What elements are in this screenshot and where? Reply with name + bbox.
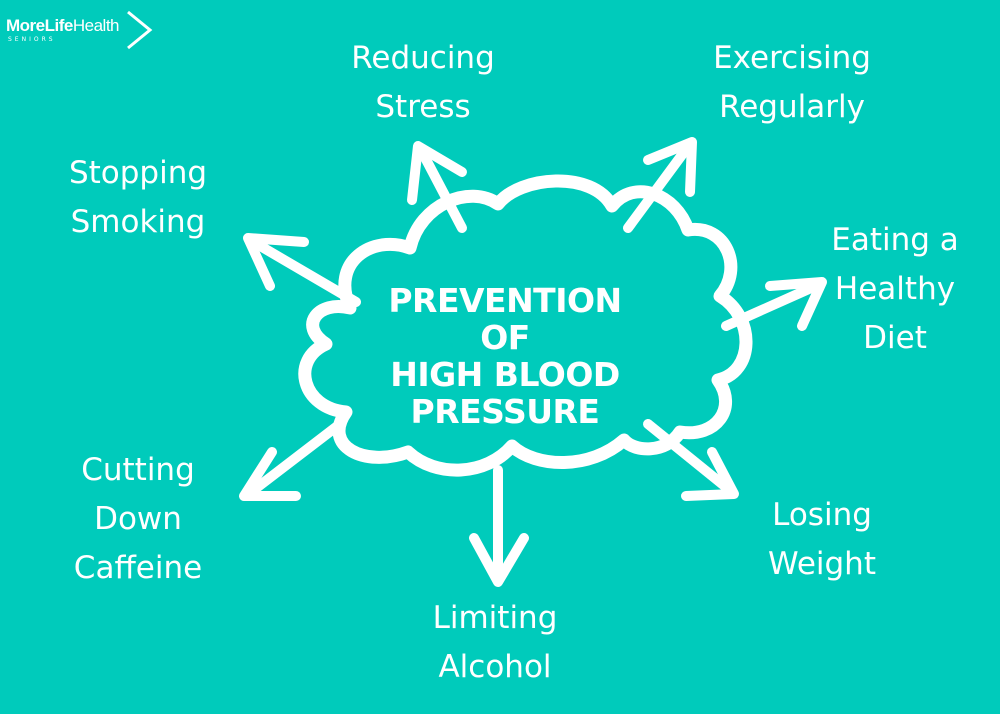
branch-losing-weight: Losing Weight	[712, 491, 932, 589]
branch-cutting-down-caffeine: Cutting Down Caffeine	[28, 446, 248, 593]
branch-limiting-alcohol: Limiting Alcohol	[385, 594, 605, 692]
branch-label-line: Limiting	[432, 600, 558, 636]
brand-word-health: Health	[72, 16, 120, 35]
branch-label-line: Down	[94, 501, 182, 537]
branch-label-line: Diet	[863, 320, 927, 356]
central-topic: PREVENTION OF HIGH BLOOD PRESSURE	[330, 282, 680, 430]
branch-label-line: Cutting	[81, 452, 195, 488]
branch-label-line: Stopping	[68, 155, 208, 191]
branch-label-line: Eating a	[831, 222, 959, 258]
branch-label-line: Reducing	[351, 40, 495, 76]
branch-label-line: Smoking	[70, 204, 206, 240]
brand-word-life: Life	[44, 16, 74, 35]
arrow-to-eating-healthy-diet	[721, 277, 827, 331]
branch-exercising-regularly: Exercising Regularly	[672, 34, 912, 132]
arrow-to-stopping-smoking	[243, 233, 361, 307]
arrow-to-cutting-down-caffeine	[239, 419, 345, 501]
branch-label-line: Regularly	[719, 89, 865, 125]
central-topic-line: OF	[480, 318, 530, 357]
branch-eating-healthy-diet: Eating a Healthy Diet	[800, 216, 990, 363]
branch-label-line: Losing	[772, 497, 872, 533]
chevron-right-icon	[127, 10, 153, 50]
central-topic-line: PREVENTION	[388, 281, 622, 320]
brand-word-more: More	[6, 16, 45, 35]
brand-wordmark: MoreLifeHealth	[6, 16, 120, 36]
brand-tagline: SENIORS	[8, 36, 56, 43]
branch-label-line: Weight	[767, 546, 876, 582]
branch-label-line: Exercising	[713, 40, 871, 76]
branch-stopping-smoking: Stopping Smoking	[28, 149, 248, 247]
arrow-to-limiting-alcohol	[469, 465, 529, 587]
central-topic-line: PRESSURE	[410, 392, 600, 431]
branch-reducing-stress: Reducing Stress	[313, 34, 533, 132]
brand-logo: MoreLifeHealth SENIORS	[6, 8, 156, 52]
branch-label-line: Alcohol	[438, 649, 552, 685]
arrow-to-exercising-regularly	[623, 137, 697, 233]
arrow-to-losing-weight	[643, 419, 739, 501]
branch-label-line: Healthy	[834, 271, 956, 307]
branch-label-line: Caffeine	[73, 550, 203, 586]
central-topic-line: HIGH BLOOD	[390, 355, 620, 394]
arrow-to-reducing-stress	[407, 141, 467, 233]
branch-label-line: Stress	[375, 89, 471, 125]
